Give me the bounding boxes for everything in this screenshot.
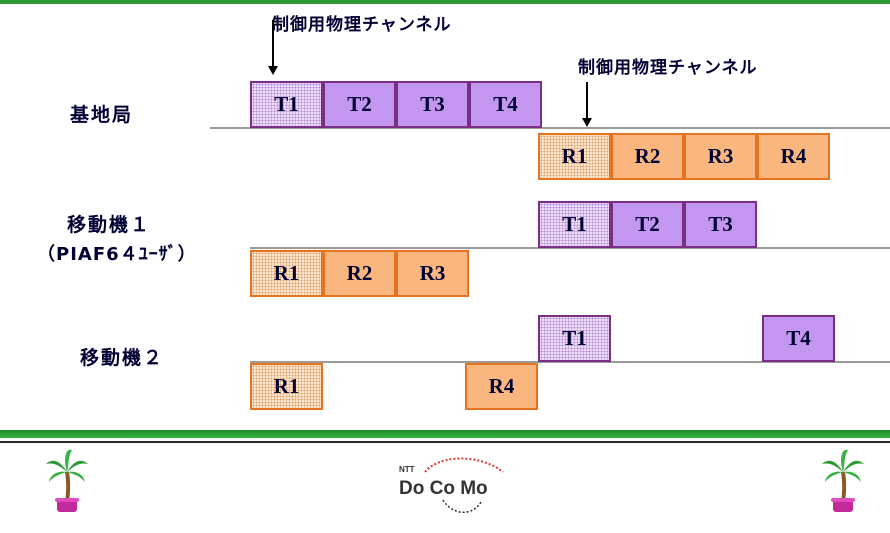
logo-text: Do Co Mo bbox=[399, 478, 488, 499]
base-tx-slot-3: T3 bbox=[396, 81, 469, 128]
base-rx-slot-4: R4 bbox=[757, 133, 830, 180]
base-tx-slot-1: T1 bbox=[250, 81, 323, 128]
mobile2-tx-slot-1: T1 bbox=[538, 315, 611, 362]
control-channel-label-2: 制御用物理チャンネル bbox=[578, 58, 758, 78]
mobile2-rx-slot-1: R1 bbox=[250, 363, 323, 410]
arrow-head-1 bbox=[268, 66, 278, 75]
bottom-green-bar bbox=[0, 430, 890, 438]
timeline-mobile2 bbox=[250, 361, 890, 363]
base-tx-slot-2: T2 bbox=[323, 81, 396, 128]
base-rx-slot-3: R3 bbox=[684, 133, 757, 180]
palm-tree-icon bbox=[46, 449, 88, 512]
row-label-mobile2: 移動機２ bbox=[80, 347, 165, 369]
mobile2-rx-slot-4: R4 bbox=[465, 363, 538, 410]
row-label-mobile1-sub: （PIAF6４ﾕｰｻﾞ） bbox=[37, 244, 197, 265]
logo-ntt: NTT bbox=[399, 465, 415, 474]
mobile1-rx-slot-3: R3 bbox=[396, 250, 469, 297]
arrow-head-2 bbox=[582, 118, 592, 127]
mobile1-rx-slot-1: R1 bbox=[250, 250, 323, 297]
base-rx-slot-1: R1 bbox=[538, 133, 611, 180]
base-tx-slot-4: T4 bbox=[469, 81, 542, 128]
timeline-base-station bbox=[210, 127, 890, 129]
base-rx-slot-2: R2 bbox=[611, 133, 684, 180]
control-channel-arrow-2 bbox=[586, 82, 588, 119]
control-channel-label-1: 制御用物理チャンネル bbox=[272, 15, 452, 35]
bottom-dark-line bbox=[0, 441, 890, 443]
top-green-bar bbox=[0, 0, 890, 4]
palm-tree-icon bbox=[822, 449, 864, 512]
control-channel-arrow-1 bbox=[272, 20, 274, 67]
mobile1-tx-slot-3: T3 bbox=[684, 201, 757, 248]
docomo-logo: NTT Do Co Mo bbox=[399, 457, 504, 513]
mobile1-tx-slot-1: T1 bbox=[538, 201, 611, 248]
mobile2-tx-slot-4: T4 bbox=[762, 315, 835, 362]
row-label-mobile1: 移動機１ bbox=[67, 214, 152, 236]
row-label-base-station: 基地局 bbox=[70, 104, 134, 126]
mobile1-rx-slot-2: R2 bbox=[323, 250, 396, 297]
mobile1-tx-slot-2: T2 bbox=[611, 201, 684, 248]
timeline-mobile1 bbox=[250, 247, 890, 249]
